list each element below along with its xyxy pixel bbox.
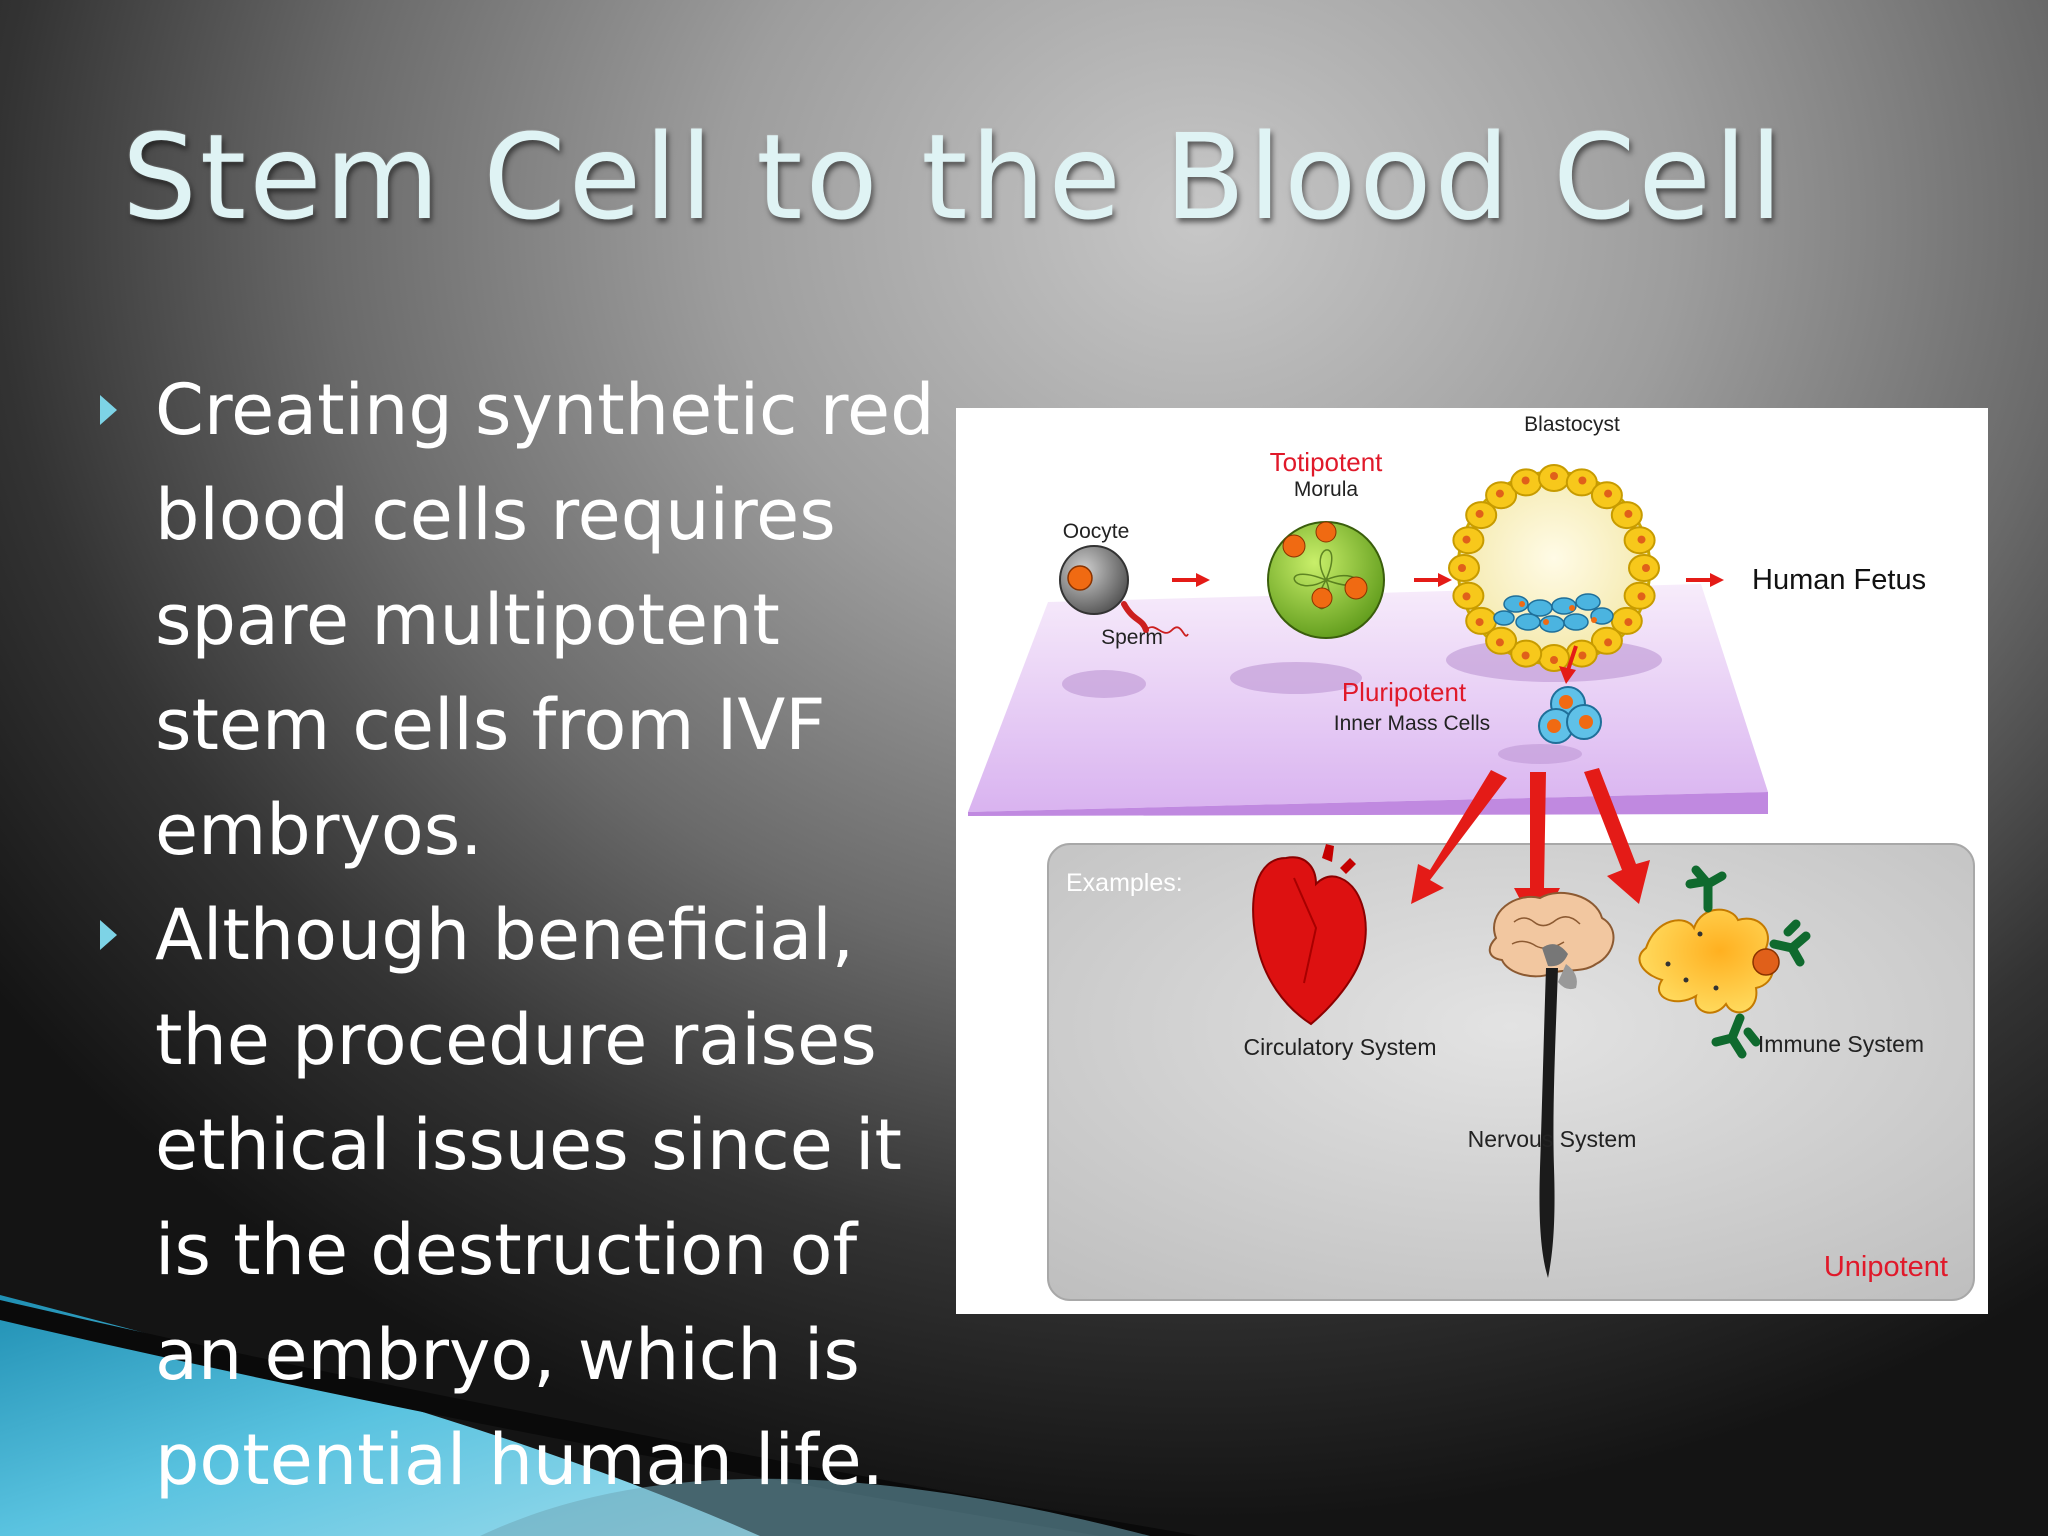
stem-cell-diagram: Oocyte Sperm Totipotent Morula [956,408,1988,1314]
bullet-arrow-icon [100,920,117,950]
oocyte-icon [1059,545,1129,615]
bullet-item: Although beneficial, the procedure raise… [100,883,950,1513]
bullet-list: Creating synthetic red blood cells requi… [100,358,950,1513]
examples-label: Examples: [1066,869,1183,897]
bullet-arrow-icon [100,395,117,425]
circulatory-system-label: Circulatory System [1244,1034,1437,1060]
arrow-right-icon [1414,573,1452,587]
oocyte-label: Oocyte [1063,520,1130,543]
morula-icon [1267,521,1385,639]
differentiation-arrows [1411,768,1650,932]
bullet-text: Although beneficial, the procedure raise… [155,894,902,1501]
pluripotent-label: Pluripotent [1342,677,1467,707]
blastocyst-label: Blastocyst [1524,413,1620,436]
totipotent-label: Totipotent [1270,447,1384,477]
human-fetus-label: Human Fetus [1752,564,1926,596]
antibody-icon [1685,865,1811,1059]
bullet-item: Creating synthetic red blood cells requi… [100,358,950,883]
blastocyst-icon [1448,464,1660,672]
bullet-text: Creating synthetic red blood cells requi… [155,369,935,871]
spinal-cord-icon [1539,968,1558,1278]
sperm-label: Sperm [1101,626,1163,649]
slide-title: Stem Cell to the Blood Cell [122,108,1786,246]
immune-cell-icon [1638,908,1780,1014]
morula-label: Morula [1294,478,1359,501]
inner-mass-cells-icon [1538,686,1602,744]
immune-system-label: Immune System [1758,1031,1924,1057]
inner-mass-label: Inner Mass Cells [1334,712,1490,735]
heart-icon [1252,844,1367,1026]
arrow-down-icon [1559,645,1578,684]
unipotent-label: Unipotent [1824,1251,1948,1283]
nervous-system-label: Nervous System [1468,1126,1637,1152]
arrow-right-icon [1686,573,1724,587]
arrow-right-icon [1172,573,1210,587]
sperm-icon [1121,601,1189,637]
brain-icon [1488,891,1615,990]
